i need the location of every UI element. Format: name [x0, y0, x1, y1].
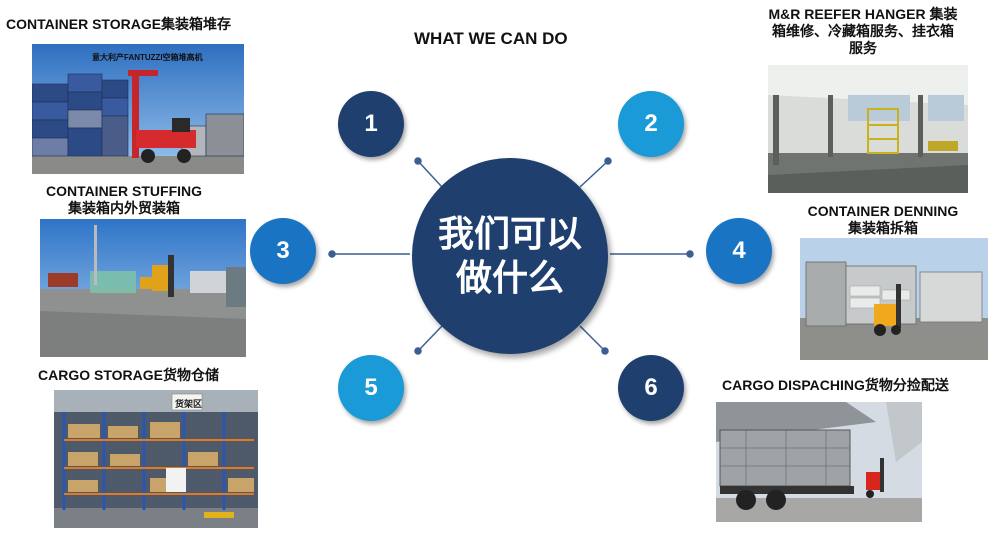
photo-container-stuffing [40, 219, 246, 357]
label-container-storage: CONTAINER STORAGE集装箱堆存 [6, 16, 232, 32]
warehouse-sign: 货架区 [175, 399, 203, 409]
photo-cargo-storage: 货架区 [54, 390, 258, 528]
photo-container-storage: 意大利产FANTUZZI空箱堆高机 [32, 44, 244, 174]
photo-reefer-hanger [768, 65, 968, 193]
label-cargo-dispatching: CARGO DISPACHING货物分捡配送 [722, 377, 949, 393]
node-6: 6 [618, 355, 684, 421]
central-hub: 我们可以 做什么 [412, 158, 608, 354]
photo-cargo-dispatching [716, 402, 922, 522]
diagram-title: WHAT WE CAN DO [414, 29, 568, 48]
photo-container-denning [800, 238, 988, 360]
label-mr-reefer-hanger: M&R REEFER HANGER 集装箱维修、冷藏箱服务、挂衣箱服务 [768, 6, 958, 56]
node-2: 2 [618, 91, 684, 157]
label-cargo-storage: CARGO STORAGE货物仓储 [38, 367, 219, 383]
hub-text-line2: 做什么 [455, 257, 564, 298]
node-5: 5 [338, 355, 404, 421]
node-4: 4 [706, 218, 772, 284]
node-1: 1 [338, 91, 404, 157]
node-3: 3 [250, 218, 316, 284]
hub-text-line1: 我们可以 [437, 213, 582, 254]
photo-caption: 意大利产FANTUZZI空箱堆高机 [92, 53, 203, 62]
